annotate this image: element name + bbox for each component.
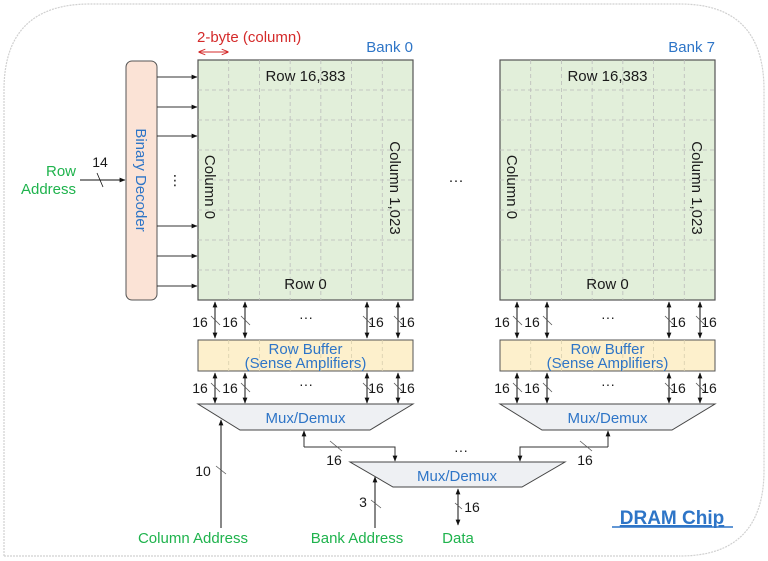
first-column-label: Column 0 [503, 155, 520, 219]
bus-slash-icon [240, 315, 251, 326]
bus-ellipsis: ··· [601, 376, 615, 392]
mux-demux-label: Mux/Demux [265, 410, 346, 427]
bank-label: Bank 7 [668, 39, 715, 56]
bus-slash-icon [664, 315, 675, 326]
row-buffer-label-line1: Row Buffer [571, 341, 645, 358]
last-column-label: Column 1,023 [386, 141, 403, 234]
bank0-output-width: 16 [326, 452, 342, 468]
top-row-label: Row 16,383 [265, 68, 345, 85]
data-label: Data [442, 530, 474, 547]
bank-mux: Mux/Demux [348, 461, 567, 488]
bus-width-label: 16 [368, 314, 384, 330]
row-buffer-label-line2: (Sense Amplifiers) [547, 355, 669, 372]
decoder-label: Binary Decoder [132, 128, 149, 231]
bus-slash-icon [542, 315, 553, 326]
bottom-row-label: Row 0 [284, 276, 327, 293]
bus-width-label: 16 [399, 314, 415, 330]
bus-slash-icon [362, 315, 373, 326]
mux-demux [196, 403, 415, 431]
row-buffer [197, 339, 414, 372]
chip-outline [3, 3, 765, 557]
bus-slash-icon [215, 465, 227, 475]
decoder-ellipsis: ⋮ [168, 172, 182, 188]
bus-slash-icon [393, 382, 404, 393]
row-buffer-label-line1: Row Buffer [269, 341, 343, 358]
first-column-label: Column 0 [201, 155, 218, 219]
bus-width-label: 16 [670, 380, 686, 396]
bus-slash-icon [454, 502, 463, 510]
bus-width-label: 16 [192, 380, 208, 396]
bus-width-label: 16 [524, 380, 540, 396]
bus-ellipsis: ··· [299, 376, 313, 392]
row-address-width: 14 [92, 154, 108, 170]
bus-width-label: 16 [222, 380, 238, 396]
bus-slash-icon [210, 382, 221, 393]
bus-width-label: 16 [192, 314, 208, 330]
bus-slash-icon [695, 315, 706, 326]
bank7-to-bankmux-wire [517, 446, 608, 462]
column-address-width: 10 [195, 463, 211, 479]
bus-slash-icon [695, 382, 706, 393]
bus-width-label: 16 [368, 380, 384, 396]
bus-width-label: 16 [701, 380, 717, 396]
bus-slash-icon [240, 382, 251, 393]
row-buffer-label-line2: (Sense Amplifiers) [245, 355, 367, 372]
bus-width-label: 16 [399, 380, 415, 396]
data-width: 16 [464, 499, 480, 515]
row-buffer [499, 339, 716, 372]
bus-slash-icon [512, 315, 523, 326]
mux-demux-label: Mux/Demux [567, 410, 648, 427]
bus-slash-icon [393, 315, 404, 326]
column-width-label: 2-byte (column) [197, 29, 301, 46]
bus-slash-icon [210, 315, 221, 326]
mux-demux [498, 403, 717, 431]
bus-slash-icon [542, 382, 553, 393]
bus-width-label: 16 [494, 380, 510, 396]
bus-slash-icon [362, 382, 373, 393]
last-column-label: Column 1,023 [688, 141, 705, 234]
bank-address-label: Bank Address [311, 530, 404, 547]
row-address-label-line1: Row [46, 163, 76, 180]
bus-width-label: 16 [524, 314, 540, 330]
bus-slash-icon [512, 382, 523, 393]
chip-title: DRAM Chip [620, 508, 724, 529]
between-banks-ellipsis: ··· [449, 172, 464, 189]
bus-slash-icon [579, 440, 593, 452]
bank-mux-ellipsis: ··· [454, 442, 468, 458]
bank7-output-width: 16 [577, 452, 593, 468]
column-address-label: Column Address [138, 530, 248, 547]
binary-decoder: Binary Decoder [125, 60, 158, 301]
bus-ellipsis: ··· [299, 309, 313, 325]
bus-slash-icon [96, 172, 104, 188]
bus-width-label: 16 [670, 314, 686, 330]
bank-mux-label: Mux/Demux [417, 468, 498, 485]
bus-slash-icon [370, 499, 382, 509]
bus-slash-icon [329, 440, 343, 452]
bus-slash-icon [664, 382, 675, 393]
bank0-to-bankmux-wire [304, 446, 398, 462]
bus-width-label: 16 [701, 314, 717, 330]
bank-address-width: 3 [359, 494, 367, 510]
row-address-label-line2: Address [21, 181, 76, 198]
bottom-row-label: Row 0 [586, 276, 629, 293]
bank-label: Bank 0 [366, 39, 413, 56]
bus-width-label: 16 [494, 314, 510, 330]
decoder-output-lines [157, 74, 198, 289]
top-row-label: Row 16,383 [567, 68, 647, 85]
bus-width-label: 16 [222, 314, 238, 330]
bus-ellipsis: ··· [601, 309, 615, 325]
